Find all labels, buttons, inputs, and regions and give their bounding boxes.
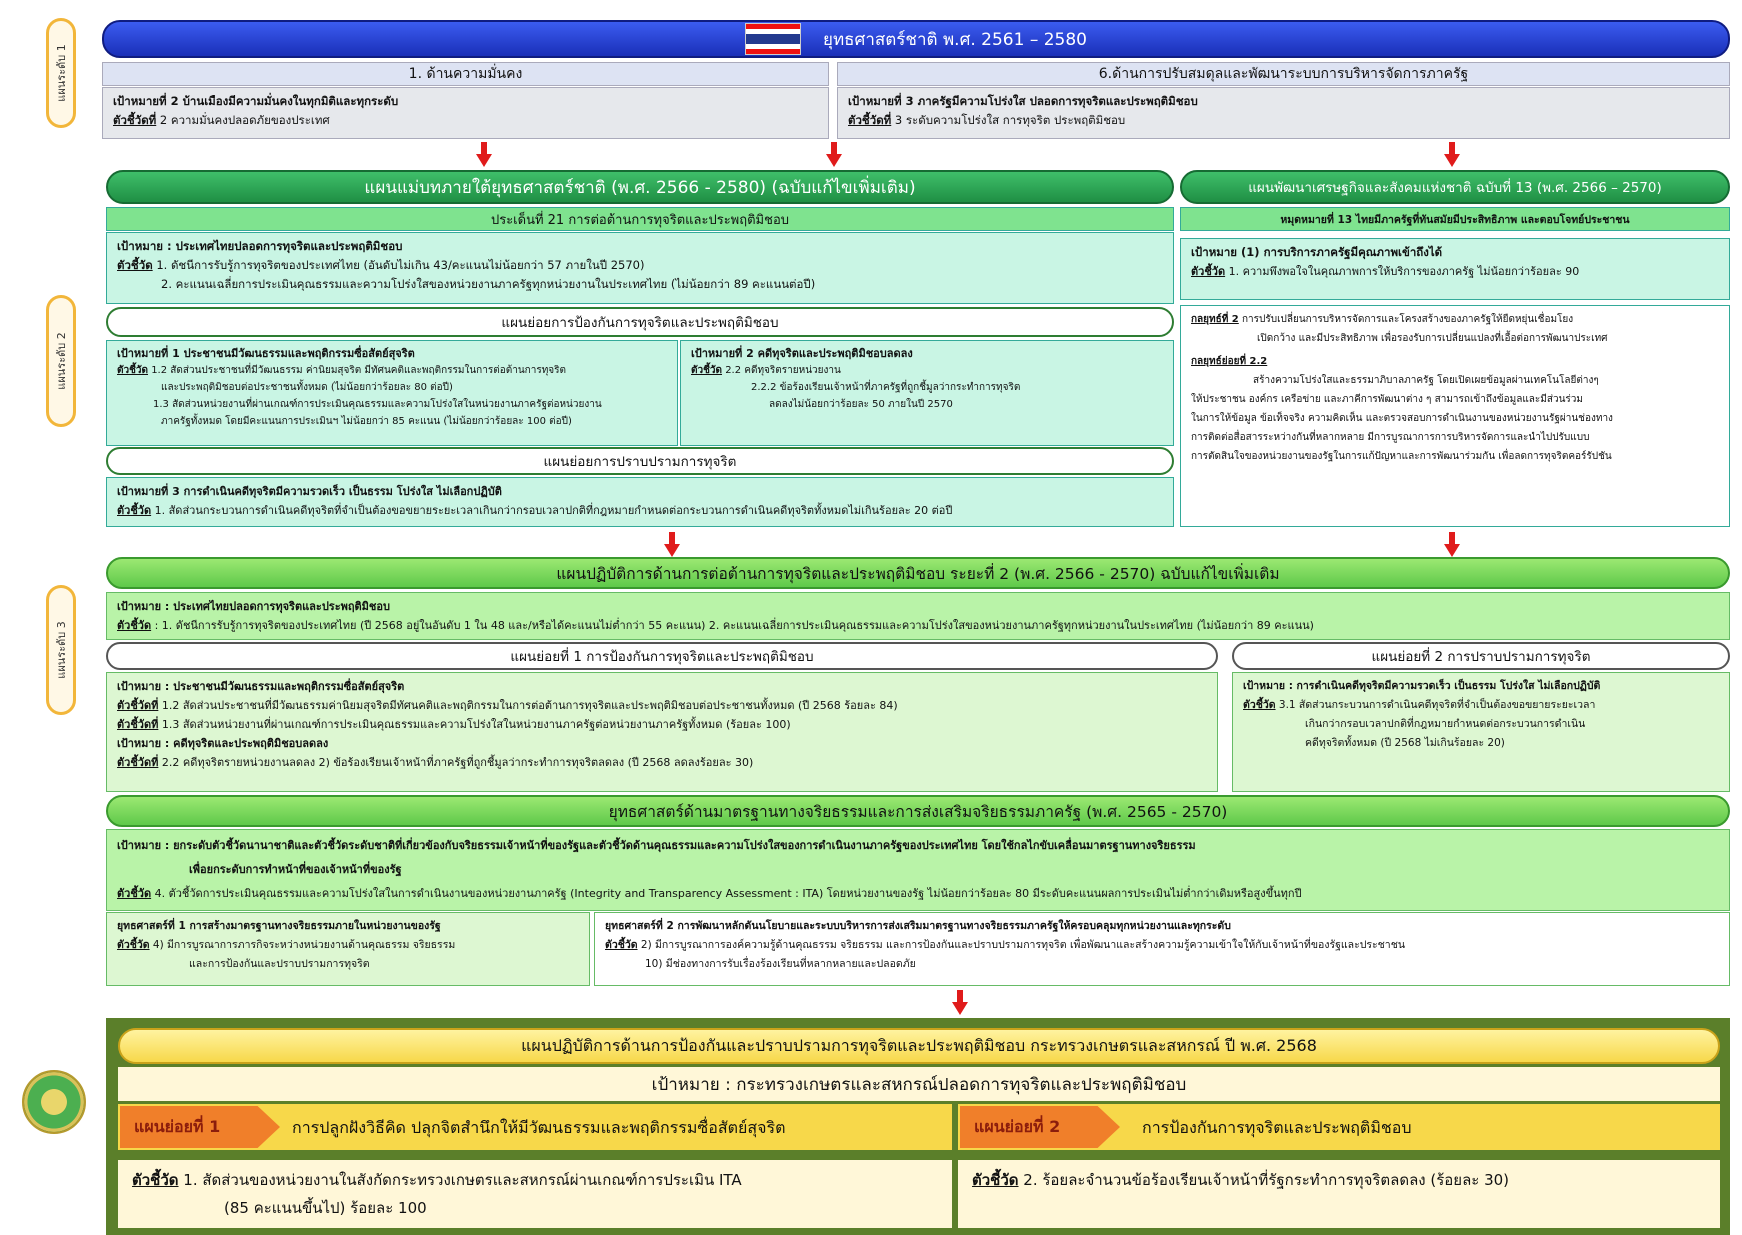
flow-arrow bbox=[664, 532, 680, 558]
l1-left-body: เป้าหมายที่ 2 บ้านเมืองมีความมั่นคงในทุก… bbox=[102, 87, 829, 139]
ethics-title-bar: ยุทธศาสตร์ด้านมาตรฐานทางจริยธรรมและการส่… bbox=[106, 795, 1730, 827]
ministry-goal: เป้าหมาย : กระทรวงเกษตรและสหกรณ์ปลอดการท… bbox=[118, 1067, 1720, 1101]
ministry-sub1-text: การปลูกฝังวิธีคิด ปลุกจิตสำนึกให้มีวัฒนธ… bbox=[292, 1118, 786, 1137]
master-goal-2-box: เป้าหมายที่ 2 คดีทุจริตและประพฤติมิชอบลด… bbox=[680, 340, 1174, 446]
l1-right-header: 6.ด้านการปรับสมดุลและพัฒนาระบบการบริหารจ… bbox=[837, 62, 1730, 86]
flow-arrow bbox=[1444, 142, 1460, 168]
flow-arrow bbox=[1444, 532, 1460, 558]
level-3-label: แผนระดับ 3 bbox=[46, 585, 76, 715]
ministry-logo bbox=[22, 1070, 86, 1134]
dev-milestone-header: หมุดหมายที่ 13 ไทยมีภาครัฐที่ทันสมัยมีปร… bbox=[1180, 207, 1730, 231]
ethics-strategy-2-box: ยุทธศาสตร์ที่ 2 การพัฒนาหลักดันนโยบายและ… bbox=[594, 912, 1730, 986]
ethics-goal-box: เป้าหมาย : ยกระดับตัวชี้วัดนานาชาติและตั… bbox=[106, 829, 1730, 911]
action-sub-1: แผนย่อยที่ 1 การป้องกันการทุจริตและประพฤ… bbox=[106, 642, 1218, 670]
flow-arrow bbox=[826, 142, 842, 168]
l1-left-header: 1. ด้านความมั่นคง bbox=[102, 62, 829, 86]
action-plan-title-bar: แผนปฏิบัติการด้านการต่อต้านการทุจริตและป… bbox=[106, 557, 1730, 589]
master-sub-prevention: แผนย่อยการป้องกันการทุจริตและประพฤติมิชอ… bbox=[106, 307, 1174, 337]
dev-goal-box: เป้าหมาย (1) การบริการภาครัฐมีคุณภาพเข้า… bbox=[1180, 238, 1730, 300]
level-2-label: แผนระดับ 2 bbox=[46, 295, 76, 427]
master-goal-3-box: เป้าหมายที่ 3 การดำเนินคดีทุจริตมีความรว… bbox=[106, 477, 1174, 527]
master-issue-header: ประเด็นที่ 21 การต่อต้านการทุจริตและประพ… bbox=[106, 207, 1174, 231]
flow-arrow bbox=[476, 142, 492, 168]
ministry-sub2-text: การป้องกันการทุจริตและประพฤติมิชอบ bbox=[1142, 1118, 1412, 1137]
action-prevention-box: เป้าหมาย : ประชาชนมีวัฒนธรรมและพฤติกรรมซ… bbox=[106, 672, 1218, 792]
thai-flag-icon bbox=[745, 23, 801, 55]
master-goal-box: เป้าหมาย : ประเทศไทยปลอดการทุจริตและประพ… bbox=[106, 232, 1174, 304]
ethics-strategy-1-box: ยุทธศาสตร์ที่ 1 การสร้างมาตรฐานทางจริยธร… bbox=[106, 912, 590, 986]
flow-arrow bbox=[952, 990, 968, 1016]
ministry-sub2-chevron: แผนย่อยที่ 2 bbox=[960, 1106, 1120, 1148]
ministry-kpi-1-box: ตัวชี้วัด 1. สัดส่วนของหน่วยงานในสังกัดก… bbox=[118, 1160, 952, 1228]
action-suppression-box: เป้าหมาย : การดำเนินคดีทุจริตมีความรวดเร… bbox=[1232, 672, 1730, 792]
action-goal-box: เป้าหมาย : ประเทศไทยปลอดการทุจริตและประพ… bbox=[106, 592, 1730, 640]
dev-plan-title-bar: แผนพัฒนาเศรษฐกิจและสังคมแห่งชาติ ฉบับที่… bbox=[1180, 170, 1730, 204]
master-sub-suppression: แผนย่อยการปราบปรามการทุจริต bbox=[106, 447, 1174, 475]
national-strategy-title-bar: ยุทธศาสตร์ชาติ พ.ศ. 2561 – 2580 bbox=[102, 20, 1730, 58]
level-1-label: แผนระดับ 1 bbox=[46, 18, 76, 128]
l1-right-body: เป้าหมายที่ 3 ภาครัฐมีความโปร่งใส ปลอดกา… bbox=[837, 87, 1730, 139]
master-plan-title-bar: แผนแม่บทภายใต้ยุทธศาสตร์ชาติ (พ.ศ. 2566 … bbox=[106, 170, 1174, 204]
ministry-title-bar: แผนปฏิบัติการด้านการป้องกันและปราบปรามกา… bbox=[118, 1028, 1720, 1064]
action-sub-2: แผนย่อยที่ 2 การปราบปรามการทุจริต bbox=[1232, 642, 1730, 670]
ministry-kpi-2-box: ตัวชี้วัด 2. ร้อยละจำนวนข้อร้องเรียนเจ้า… bbox=[958, 1160, 1720, 1228]
master-goal-1-box: เป้าหมายที่ 1 ประชาชนมีวัฒนธรรมและพฤติกร… bbox=[106, 340, 678, 446]
dev-strategy-box: กลยุทธ์ที่ 2 การปรับเปลี่ยนการบริหารจัดก… bbox=[1180, 305, 1730, 527]
ministry-sub1-chevron: แผนย่อยที่ 1 bbox=[120, 1106, 280, 1148]
national-strategy-title: ยุทธศาสตร์ชาติ พ.ศ. 2561 – 2580 bbox=[823, 29, 1087, 50]
